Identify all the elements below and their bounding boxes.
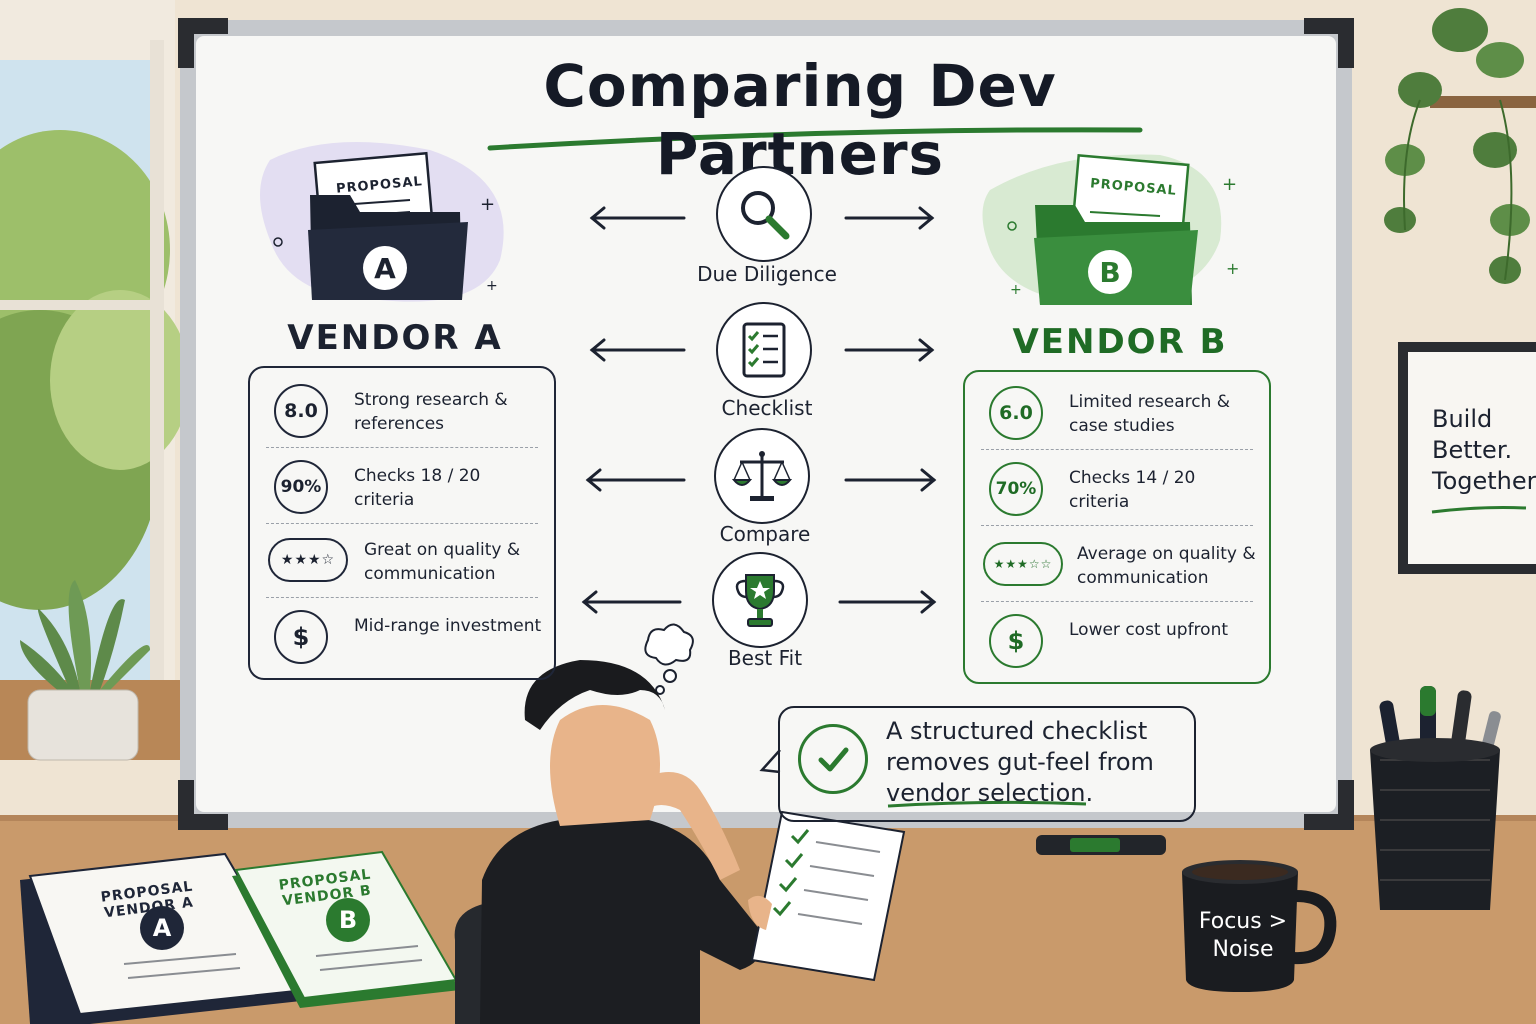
callout-box: A structured checklist removes gut-feel … bbox=[778, 706, 1196, 822]
pen-holder bbox=[1370, 686, 1501, 910]
hanging-plant bbox=[1384, 8, 1536, 284]
vendor-a-row-quality: ★★★☆ Great on quality & communication bbox=[266, 524, 538, 598]
vendor-a-folder-illustration: A + + bbox=[260, 142, 504, 302]
percent-badge: 90% bbox=[274, 460, 328, 514]
svg-text:+: + bbox=[486, 278, 498, 294]
row-divider bbox=[266, 447, 538, 448]
row-text: Checks 18 / 20 criteria bbox=[354, 466, 481, 510]
row-divider bbox=[981, 525, 1253, 526]
vendor-b-row-research: 6.0 Limited research & case studies bbox=[981, 376, 1253, 450]
row-divider bbox=[266, 597, 538, 598]
person-thinking bbox=[454, 660, 763, 1024]
vendor-b-scorecard: 6.0 Limited research & case studies 70% … bbox=[963, 370, 1271, 684]
row-text: Limited research & case studies bbox=[1069, 392, 1231, 436]
poster-text: Build Better. Together. bbox=[1432, 405, 1536, 495]
scales-icon bbox=[714, 428, 810, 524]
magnifier-icon bbox=[716, 166, 812, 262]
vendor-b-title: VENDOR B bbox=[1012, 322, 1228, 362]
checklist-clipboard bbox=[748, 810, 906, 982]
book-b-letter: B bbox=[338, 906, 358, 934]
vendor-b-row-cost: $ Lower cost upfront bbox=[981, 604, 1253, 676]
step-label-checklist: Checklist bbox=[721, 396, 813, 420]
row-text: Checks 14 / 20 criteria bbox=[1069, 468, 1196, 512]
percent-badge: 70% bbox=[989, 462, 1043, 516]
vendor-a-title: VENDOR A bbox=[287, 318, 503, 358]
step-label-compare: Compare bbox=[719, 522, 811, 546]
coffee-mug bbox=[1182, 860, 1337, 992]
svg-text:+: + bbox=[480, 194, 495, 215]
vendor-b-folder-illustration: B + + + bbox=[982, 154, 1239, 305]
svg-text:+: + bbox=[1226, 259, 1239, 278]
row-divider bbox=[981, 449, 1253, 450]
row-divider bbox=[266, 523, 538, 524]
row-text: Great on quality & communication bbox=[364, 540, 521, 584]
score-badge: 6.0 bbox=[989, 386, 1043, 440]
row-text: Average on quality & communication bbox=[1077, 544, 1256, 588]
row-divider bbox=[981, 601, 1253, 602]
row-text: Strong research & references bbox=[354, 390, 508, 434]
svg-text:B: B bbox=[1099, 256, 1120, 289]
thought-bubble bbox=[644, 623, 694, 695]
proposal-books bbox=[20, 850, 460, 1024]
score-badge: 8.0 bbox=[274, 384, 328, 438]
vendor-a-row-research: 8.0 Strong research & references bbox=[266, 374, 538, 448]
step-label-due-diligence: Due Diligence bbox=[697, 262, 837, 286]
star-rating-badge: ★★★☆☆ bbox=[983, 542, 1063, 586]
star-rating-badge: ★★★☆ bbox=[268, 538, 348, 582]
row-text: Lower cost upfront bbox=[1069, 620, 1229, 640]
svg-text:A: A bbox=[374, 252, 396, 285]
potted-plant-left bbox=[20, 580, 150, 761]
checkmark-icon bbox=[798, 724, 868, 794]
vendor-a-scorecard: 8.0 Strong research & references 90% Che… bbox=[248, 366, 556, 680]
dollar-icon: $ bbox=[274, 610, 328, 664]
svg-text:+: + bbox=[1010, 282, 1022, 298]
vendor-b-row-criteria: 70% Checks 14 / 20 criteria bbox=[981, 452, 1253, 526]
dollar-icon: $ bbox=[989, 614, 1043, 668]
callout-text: A structured checklist removes gut-feel … bbox=[886, 717, 1154, 807]
comparison-arrows bbox=[581, 206, 937, 614]
trophy-icon bbox=[712, 552, 808, 648]
step-label-best-fit: Best Fit bbox=[727, 646, 803, 670]
vendor-a-row-criteria: 90% Checks 18 / 20 criteria bbox=[266, 450, 538, 524]
poster-frame bbox=[1398, 342, 1536, 574]
svg-text:+: + bbox=[1222, 174, 1237, 195]
checklist-icon bbox=[716, 302, 812, 398]
board-title: Comparing Dev Partners bbox=[543, 52, 1057, 188]
row-text: Mid-range investment bbox=[354, 616, 542, 636]
mug-text: Focus > Noise bbox=[1198, 909, 1288, 962]
book-a-letter: A bbox=[152, 914, 172, 942]
window bbox=[0, 0, 190, 740]
vendor-a-row-cost: $ Mid-range investment bbox=[266, 600, 541, 672]
vendor-b-row-quality: ★★★☆☆ Average on quality & communication bbox=[981, 528, 1256, 602]
